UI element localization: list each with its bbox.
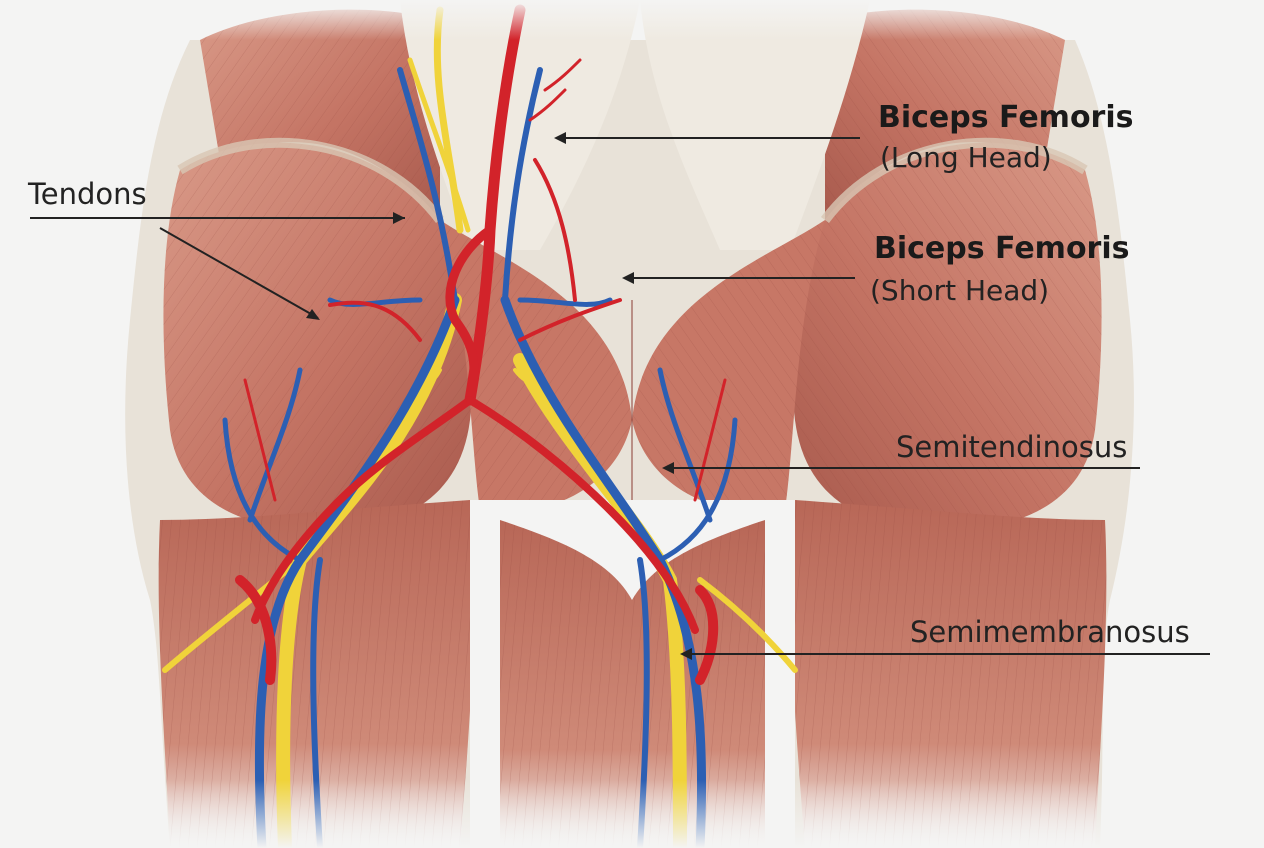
tendons-leader (30, 212, 405, 320)
leader-lines (30, 132, 1210, 660)
biceps-long-leader (554, 132, 860, 144)
biceps-femoris-long-head-subtitle: (Long Head) (880, 141, 1052, 174)
arteries (235, 4, 727, 685)
central-tendon-sheet (400, 0, 870, 250)
biceps-femoris-short-head-subtitle: (Short Head) (870, 274, 1050, 307)
biceps-short-leader (622, 272, 855, 284)
gluteal-muscles (163, 137, 1102, 531)
semimembranosus-leader (680, 648, 1210, 660)
tendons-label: Tendons (28, 177, 147, 211)
semimembranosus-label: Semimembranosus (910, 615, 1190, 649)
semitendinosus-label: Semitendinosus (896, 430, 1128, 464)
biceps-femoris-short-head-title: Biceps Femoris (874, 231, 1130, 266)
semitendinosus-leader (662, 462, 1140, 474)
biceps-femoris-long-head-title: Biceps Femoris (878, 100, 1134, 135)
